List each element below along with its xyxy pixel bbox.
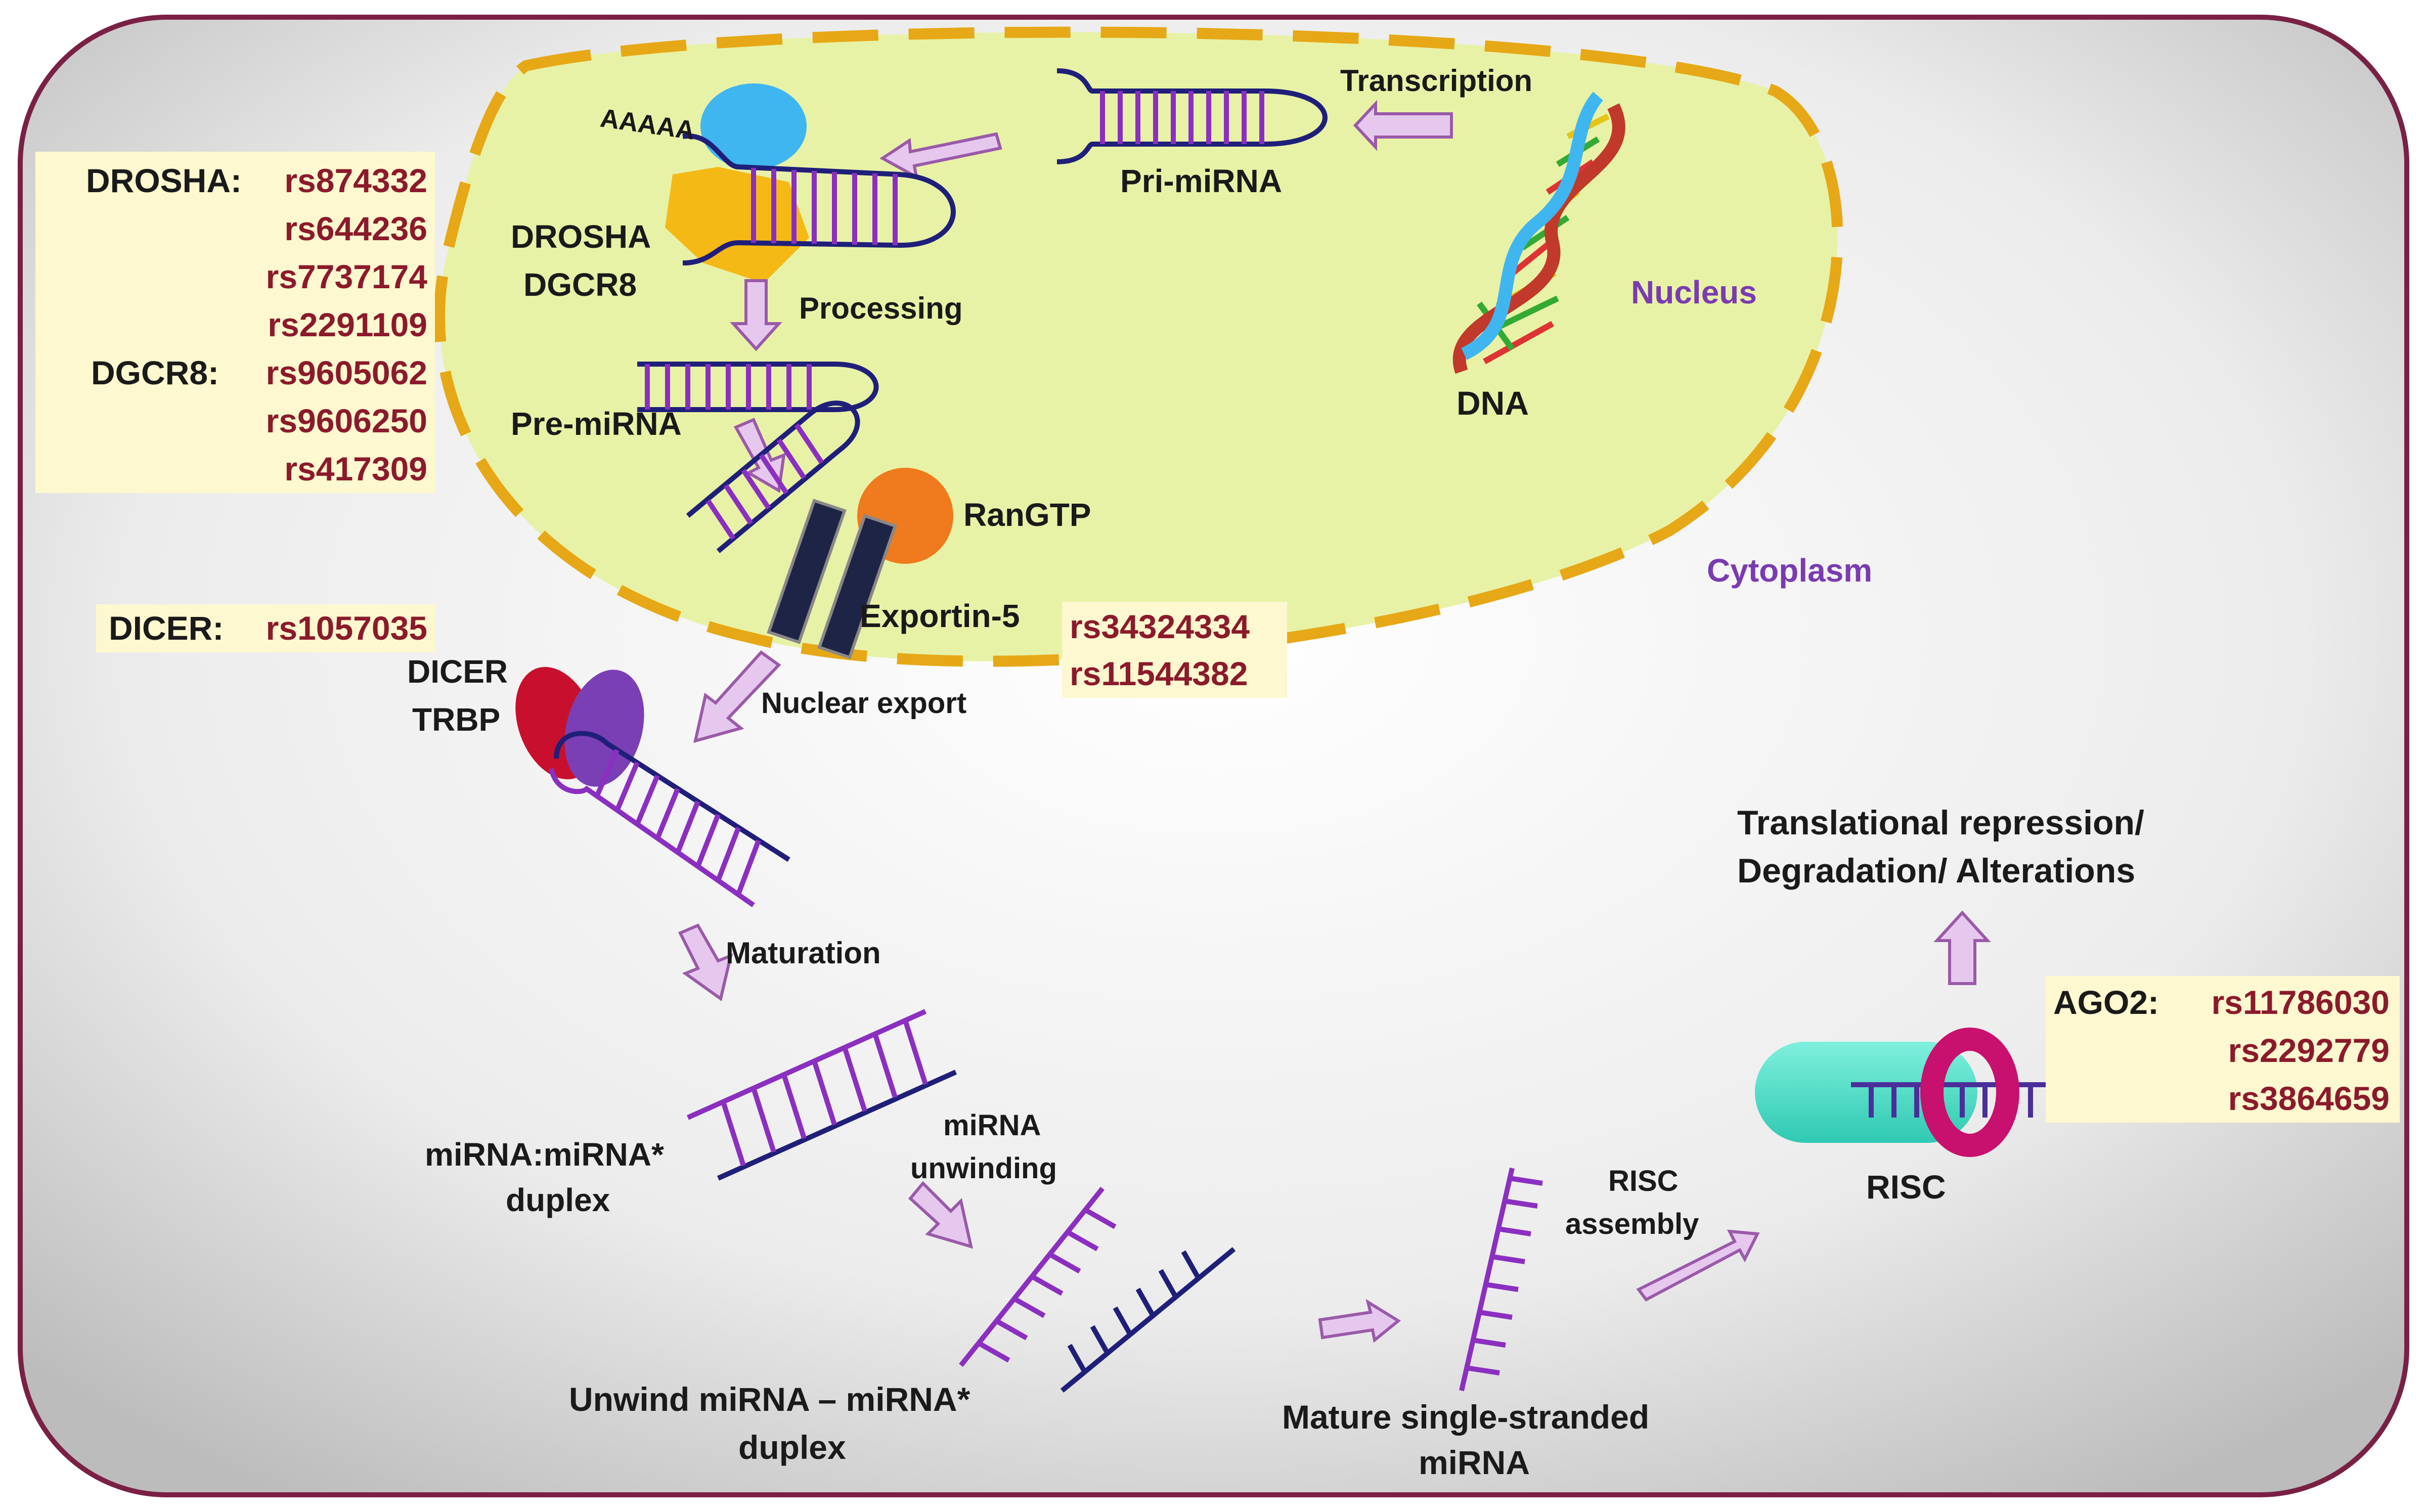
outcome-label-2: Degradation/ Alterations [1737,852,2135,890]
exportin-hairpin [686,401,860,553]
mirna-duplex [686,1009,957,1181]
pri-mirna-hairpin [1056,68,1328,164]
ago2-snp-1: rs11786030 [2212,984,2390,1021]
ago2-snp-3: rs3864659 [2228,1080,2390,1117]
pre-mirna-label: Pre-miRNA [511,406,682,442]
unwound-mirna-strand [959,1186,1117,1367]
outcome-arrow [1933,910,1991,985]
transcription-arrow [1353,100,1453,151]
drosha-bound-hairpin [682,134,956,265]
trbp-label: TRBP [412,701,500,738]
risc-label: RISC [1866,1168,1946,1206]
drosha-gene-label: DROSHA: [86,162,242,199]
dna-helix-icon [1452,92,1625,374]
risc-assembly-label-1: RISC [1608,1165,1679,1197]
unwind-label-1: Unwind miRNA – miRNA* [569,1381,970,1418]
dgcr8-snp-2: rs9606250 [266,402,427,439]
processing-arrow-1 [879,132,1002,180]
nucleus-label: Nucleus [1631,274,1757,310]
unwinding-label-2: unwinding [910,1152,1057,1185]
unwound-mirna-star-strand [1060,1247,1236,1393]
risc-complex-icon [1755,1028,2089,1157]
exportin-snp-1: rs34324334 [1070,608,1250,645]
unwinding-arrow [908,1181,974,1249]
duplex-label-2: duplex [506,1182,610,1218]
exportin-label: Exportin-5 [860,598,1020,634]
processing-label: Processing [799,291,962,325]
dicer-snp-1: rs1057035 [266,609,427,647]
duplex-label-1: miRNA:miRNA* [425,1136,664,1173]
dgcr8-gene-label: DGCR8: [91,354,219,391]
dicer-label: DICER [407,653,508,690]
risc-assembly-arrow [1636,1229,1760,1302]
mature-arrow [1318,1299,1401,1343]
exportin-snp-box [1062,602,1287,698]
unwind-label-2: duplex [738,1429,846,1466]
drosha-snp-3: rs7737174 [266,258,428,295]
maturation-arrow [678,923,733,1002]
risc-assembly-label-2: assembly [1565,1208,1699,1240]
mature-label-1: Mature single-stranded [1282,1398,1649,1436]
rangtp-label: RanGTP [963,497,1091,533]
pri-mirna-label: Pri-miRNA [1120,163,1282,199]
exportin-snp-2: rs11544382 [1070,655,1248,692]
exportin-icon [767,499,897,659]
drosha-snp-2: rs644236 [284,210,427,247]
dgcr8-snp-3: rs417309 [284,450,427,487]
dgcr8-label: DGCR8 [523,266,637,303]
processing-arrow-2 [730,279,782,351]
transcription-label: Transcription [1340,64,1532,98]
drosha-label: DROSHA [511,218,651,255]
outcome-label-1: Translational repression/ [1737,804,2144,842]
nuclear-export-arrow [693,650,781,743]
unwinding-label-1: miRNA [943,1109,1041,1142]
cytoplasm-label: Cytoplasm [1707,552,1872,589]
mature-label-2: miRNA [1419,1444,1530,1481]
ago2-gene-label: AGO2: [2053,984,2159,1021]
dicer-bound-duplex [549,731,790,908]
dna-label: DNA [1457,384,1529,422]
ago2-snp-box [2046,976,2400,1123]
nuclear-export-label: Nuclear export [761,687,966,720]
maturation-label: Maturation [726,936,881,970]
dgcr8-snp-1: rs9605062 [266,354,427,391]
dicer-snp-box [96,604,435,652]
dicer-gene-label: DICER: [109,609,224,647]
mature-mirna-strand [1459,1167,1543,1392]
drosha-snp-1: rs874332 [284,162,427,199]
ago2-snp-2: rs2292779 [2228,1032,2390,1069]
drosha-snp-4: rs2291109 [268,306,427,343]
drosha-dgcr8-snp-box [35,152,435,493]
